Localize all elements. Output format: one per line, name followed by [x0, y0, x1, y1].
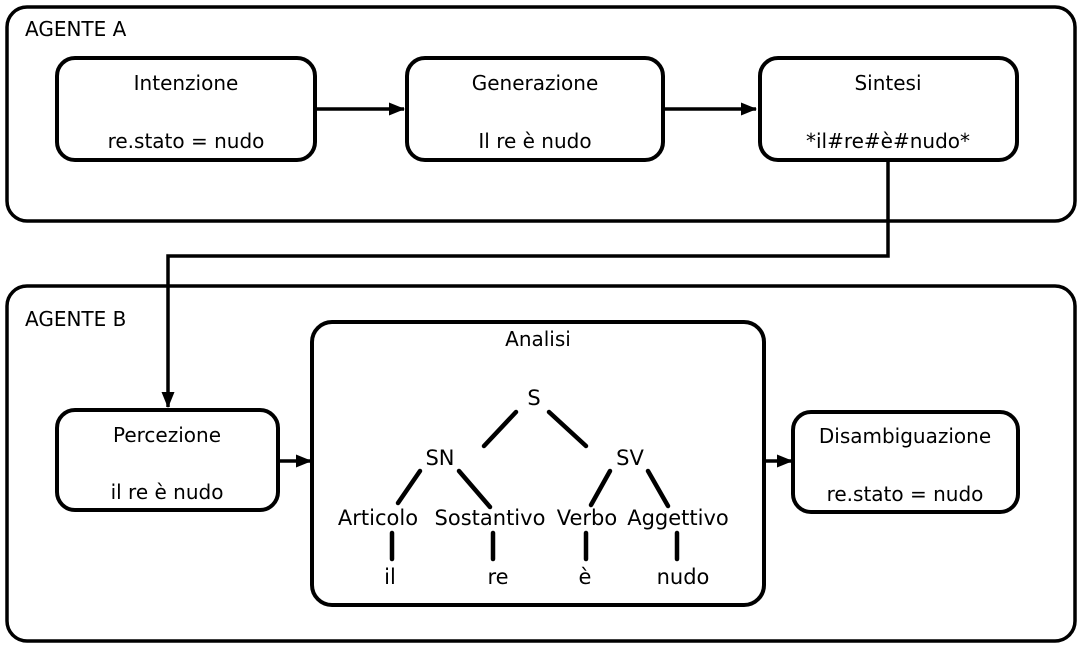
box-percezione-content: il re è nudo — [111, 480, 224, 504]
box-analisi-rect — [310, 320, 766, 607]
tree-edge-s-sv — [546, 409, 589, 449]
tree-node-sv: SV — [616, 446, 644, 470]
syntax-tree: S SN SV Articolo Sostantivo Verbo Aggett… — [338, 386, 729, 589]
agent-b-container — [5, 284, 1077, 643]
box-sintesi-title: Sintesi — [854, 71, 921, 95]
box-sintesi-content: *il#re#è#nudo* — [806, 129, 970, 153]
tree-edge-sn-articolo — [395, 468, 423, 506]
box-sintesi: Sintesi *il#re#è#nudo* — [758, 56, 1019, 162]
box-generazione-content: Il re è nudo — [478, 129, 591, 153]
tree-leaf-il: il — [384, 565, 396, 589]
agent-a-label: AGENTE A — [25, 17, 127, 41]
agent-a-container — [5, 5, 1077, 223]
box-disambiguazione: Disambiguazione re.stato = nudo — [791, 410, 1020, 514]
box-analisi-title: Analisi — [505, 327, 571, 351]
box-disambiguazione-content: re.stato = nudo — [827, 482, 984, 506]
tree-edge-s-sn — [481, 409, 519, 449]
box-analisi: Analisi S SN SV Articolo Sostantivo Verb… — [310, 320, 766, 607]
box-percezione: Percezione il re è nudo — [55, 408, 280, 512]
box-intenzione-title: Intenzione — [134, 71, 239, 95]
box-generazione-title: Generazione — [472, 71, 599, 95]
tree-pos-aggettivo: Aggettivo — [627, 506, 729, 530]
box-disambiguazione-title: Disambiguazione — [819, 424, 991, 448]
connector-sintesi-to-percezione — [161, 160, 890, 408]
tree-node-s: S — [527, 386, 540, 410]
box-disambiguazione-rect — [791, 410, 1020, 514]
tree-pos-verbo: Verbo — [557, 506, 617, 530]
box-intenzione: Intenzione re.stato = nudo — [55, 56, 317, 162]
tree-edge-sv-verbo — [588, 468, 613, 508]
tree-leaf-re: re — [487, 565, 508, 589]
tree-leaf-e: è — [579, 565, 592, 589]
box-generazione: Generazione Il re è nudo — [405, 56, 665, 162]
agent-b-label: AGENTE B — [25, 307, 126, 331]
tree-leaf-nudo: nudo — [657, 565, 710, 589]
tree-edge-sn-sostantivo — [456, 468, 493, 510]
tree-node-sn: SN — [425, 446, 454, 470]
box-percezione-title: Percezione — [113, 423, 221, 447]
tree-pos-sostantivo: Sostantivo — [435, 506, 546, 530]
box-intenzione-content: re.stato = nudo — [108, 129, 265, 153]
tree-pos-articolo: Articolo — [338, 506, 418, 530]
tree-edge-sv-aggettivo — [645, 468, 671, 509]
